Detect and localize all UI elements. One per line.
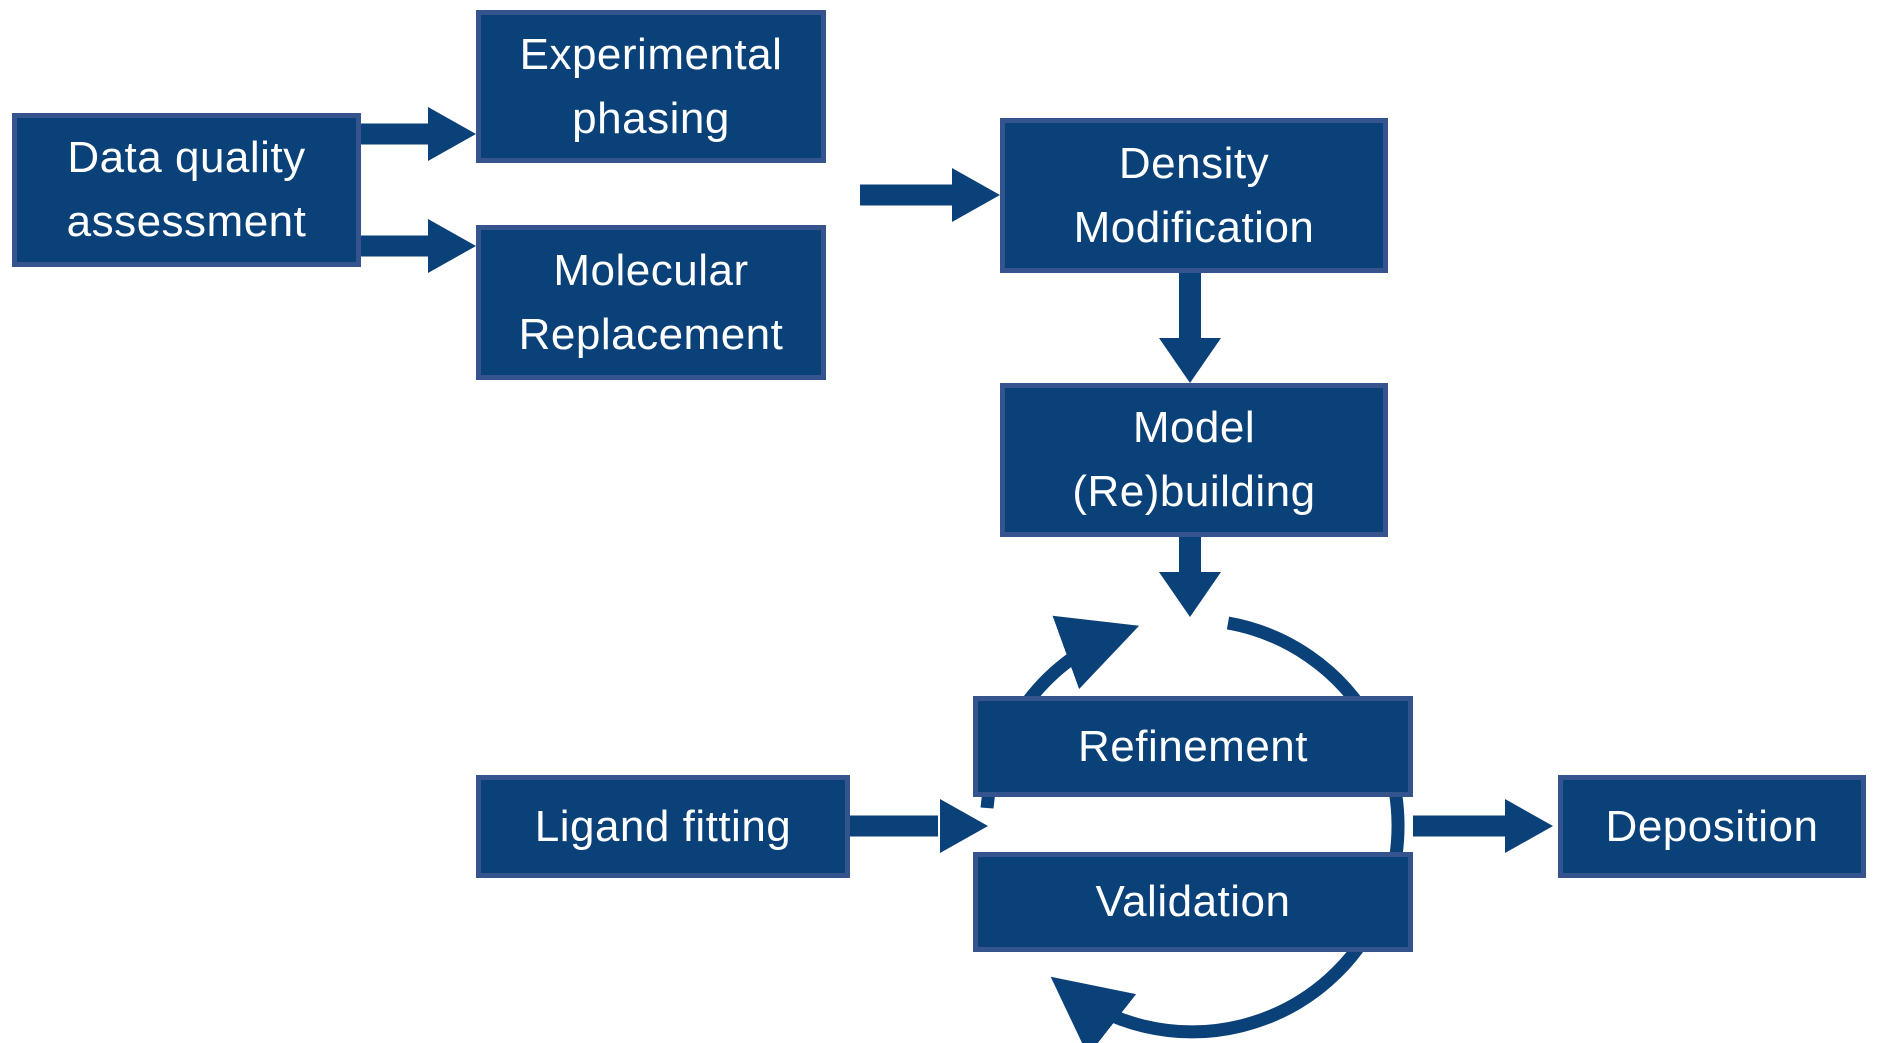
arrow-shaft (860, 184, 955, 206)
box-density-modification: Density Modification (1000, 118, 1388, 273)
arrow-shaft (850, 815, 938, 837)
box-experimental-phasing: Experimental phasing (476, 10, 826, 163)
arrow-cycle-to-deposition (1413, 798, 1553, 854)
arrow-ligand-fitting-to-cycle (850, 798, 988, 854)
arrow-right-icon (952, 168, 1000, 222)
arrow-shaft (1413, 815, 1508, 837)
box-model-rebuilding: Model (Re)building (1000, 383, 1388, 537)
box-validation-label: Validation (1095, 877, 1291, 927)
arrow-right-icon (428, 219, 476, 273)
arrow-down-icon (1159, 338, 1221, 383)
box-refinement: Refinement (973, 696, 1413, 797)
arrow-right-icon (1505, 799, 1553, 853)
box-molecular-replacement-label: Molecular Replacement (518, 245, 784, 359)
box-density-modification-label: Density Modification (1073, 138, 1315, 252)
arrow-down-icon (1159, 572, 1221, 617)
arrow-shaft (1179, 537, 1201, 577)
box-ligand-fitting: Ligand fitting (476, 775, 850, 878)
arrow-right-icon (940, 799, 988, 853)
box-refinement-label: Refinement (1077, 721, 1308, 771)
box-deposition: Deposition (1558, 775, 1866, 878)
box-data-quality-assessment: Data quality assessment (12, 113, 361, 267)
arrow-density-to-model-rebuilding (1159, 273, 1221, 383)
box-ligand-fitting-label: Ligand fitting (534, 801, 792, 851)
arrow-right-icon (428, 107, 476, 161)
box-deposition-label: Deposition (1605, 801, 1819, 851)
box-model-rebuilding-label: Model (Re)building (1072, 403, 1316, 516)
arrow-shaft (361, 123, 434, 145)
arrow-phasing-to-density-modification (860, 168, 1000, 222)
arrow-data-quality-to-molecular-replacement (361, 219, 476, 273)
box-experimental-phasing-label: Experimental phasing (519, 29, 783, 143)
box-molecular-replacement: Molecular Replacement (476, 225, 826, 380)
arrow-data-quality-to-experimental-phasing (361, 107, 476, 161)
box-validation: Validation (973, 852, 1413, 952)
box-data-quality-assessment-label: Data quality assessment (66, 133, 307, 246)
arrow-shaft (361, 235, 434, 257)
arrow-shaft (1179, 273, 1201, 341)
arrow-model-to-refinement-cycle (1159, 537, 1221, 617)
